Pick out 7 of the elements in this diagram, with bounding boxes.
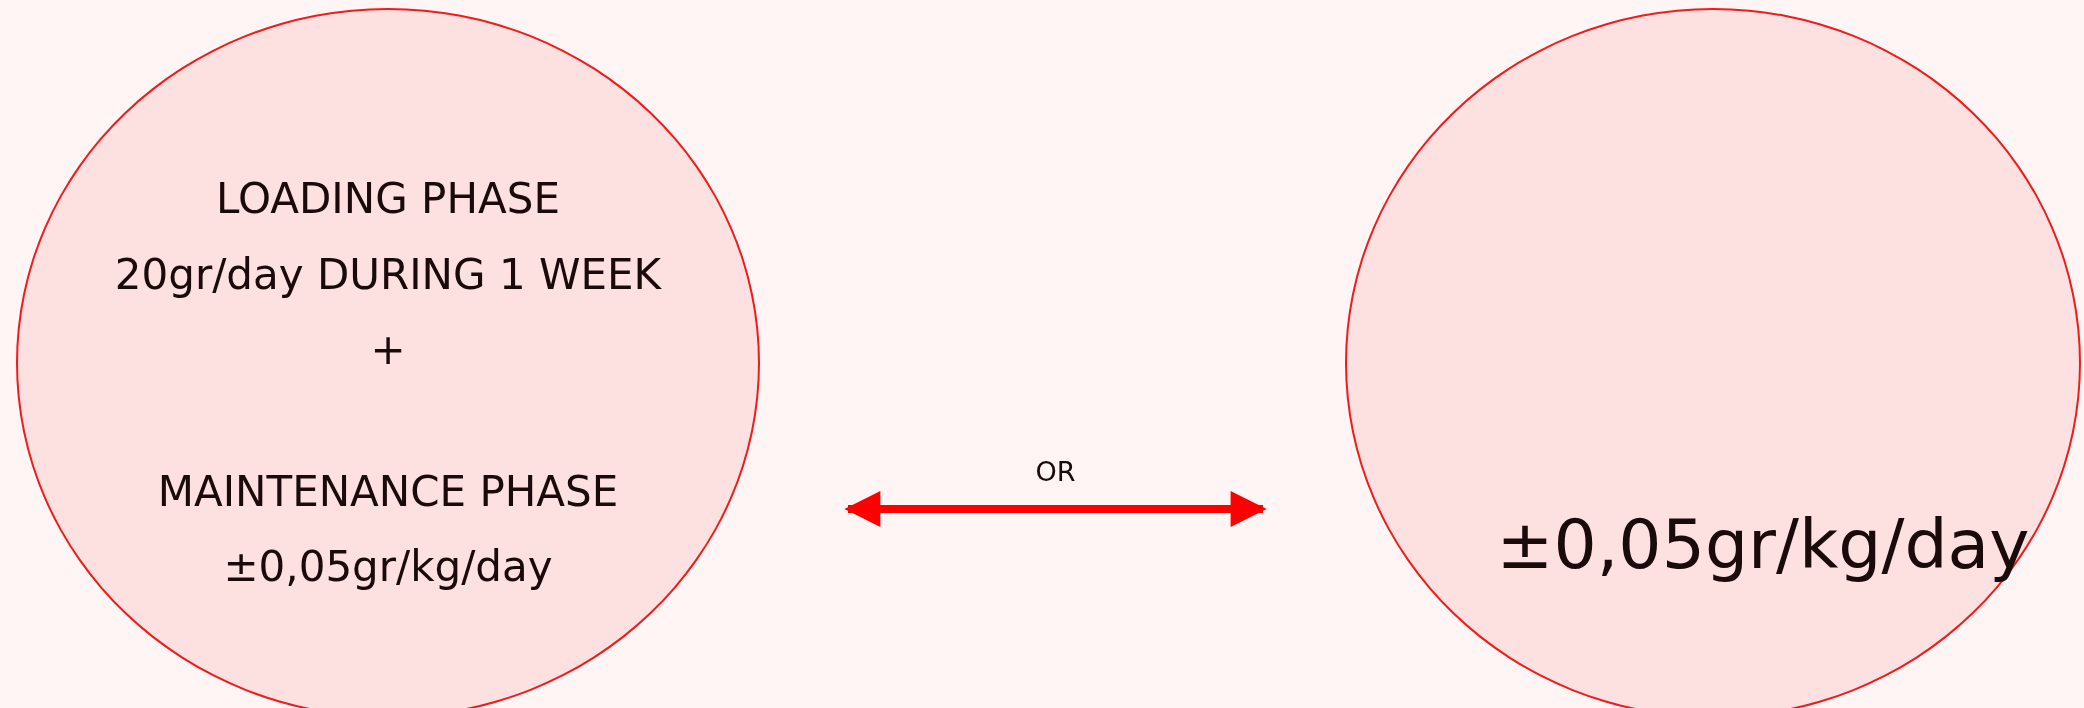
node-text: ±0,05gr/kg/day xyxy=(223,541,553,594)
node-text: 20gr/day DURING 1 WEEK xyxy=(114,248,662,301)
node-text: LOADING PHASE xyxy=(216,173,560,225)
node-text: MAINTENANCE PHASE xyxy=(157,465,619,518)
node-text: ±0,05gr/kg/day xyxy=(1496,504,2030,587)
node-text: + xyxy=(370,324,406,377)
double-arrow xyxy=(844,491,1267,527)
